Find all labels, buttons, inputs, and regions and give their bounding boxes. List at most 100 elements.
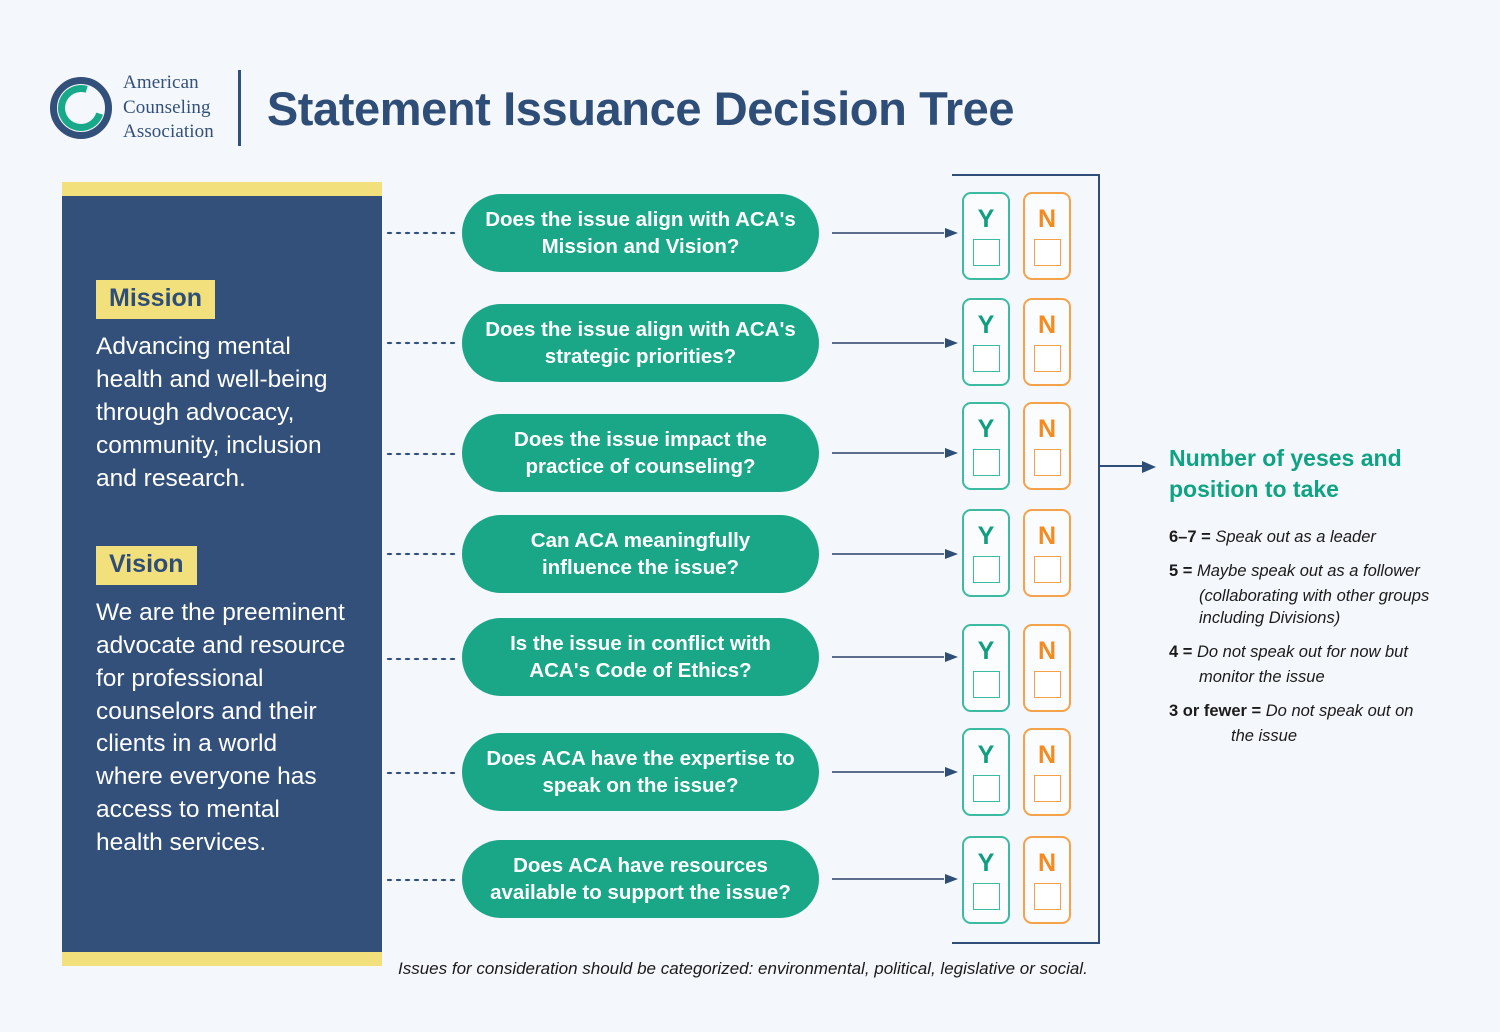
question-pill[interactable]: Does the issue align with ACA's Mission …	[462, 194, 819, 272]
page-title: Statement Issuance Decision Tree	[266, 81, 1015, 135]
yes-label: Y	[977, 414, 995, 443]
yes-checkbox[interactable]	[972, 882, 1000, 910]
no-checkbox[interactable]	[1033, 448, 1061, 476]
legend-item-value: Do not speak out for now but	[1196, 643, 1408, 662]
dotted-connector	[385, 452, 457, 456]
arrow-head	[945, 874, 958, 884]
no-checkbox[interactable]	[1033, 882, 1061, 910]
logo-outer-ring	[50, 77, 112, 139]
arrow-shaft	[832, 452, 944, 455]
answer-no-option[interactable]: N	[1023, 624, 1071, 712]
question-pill[interactable]: Does ACA have the expertise to speak on …	[462, 733, 819, 811]
footnote: Issues for consideration should be categ…	[398, 959, 1088, 978]
yes-label: Y	[977, 204, 995, 233]
answer-yes-option[interactable]: Y	[962, 624, 1010, 712]
arrow-head	[945, 338, 958, 348]
question-to-answer-arrow	[832, 228, 958, 239]
yes-checkbox[interactable]	[972, 774, 1000, 802]
no-checkbox[interactable]	[1033, 670, 1061, 698]
no-checkbox[interactable]	[1033, 555, 1061, 583]
question-to-answer-arrow	[832, 874, 958, 885]
bracket-to-legend-arrow	[1100, 461, 1156, 473]
logo-word-line-1: American	[123, 71, 199, 93]
yes-label: Y	[977, 636, 995, 665]
arrow-head	[945, 767, 958, 777]
answer-no-option[interactable]: N	[1023, 509, 1071, 597]
yes-checkbox[interactable]	[972, 670, 1000, 698]
question-to-answer-arrow	[832, 549, 958, 560]
no-label: N	[1037, 204, 1057, 233]
answer-yes-option[interactable]: Y	[962, 728, 1010, 816]
scoring-legend: Number of yeses and position to take 6–7…	[1169, 443, 1479, 758]
header-divider	[237, 70, 241, 146]
question-to-answer-arrow	[832, 448, 958, 459]
dotted-connector	[385, 878, 457, 882]
answer-yes-option[interactable]: Y	[962, 298, 1010, 386]
arrow-head	[945, 448, 958, 458]
question-pill[interactable]: Does ACA have resources available to sup…	[462, 840, 819, 918]
answer-yes-option[interactable]: Y	[962, 402, 1010, 490]
yes-label: Y	[977, 848, 995, 877]
no-label: N	[1037, 521, 1057, 550]
yes-checkbox[interactable]	[972, 344, 1000, 372]
answer-yes-option[interactable]: Y	[962, 509, 1010, 597]
sidebar-bottom-accent-bar	[62, 952, 382, 966]
arrow-head	[1142, 461, 1156, 473]
answer-no-option[interactable]: N	[1023, 836, 1071, 924]
mission-block: Mission Advancing mental health and well…	[96, 280, 348, 496]
sidebar-content: Mission Advancing mental health and well…	[62, 196, 382, 952]
no-label: N	[1037, 310, 1057, 339]
no-checkbox[interactable]	[1033, 238, 1061, 266]
arrow-head	[945, 652, 958, 662]
page-header: American Counseling Association Statemen…	[49, 62, 1015, 154]
answer-no-option[interactable]: N	[1023, 402, 1071, 490]
aca-logo-icon	[49, 76, 113, 140]
dotted-connector	[385, 552, 457, 556]
dotted-connector	[385, 341, 457, 345]
question-pill[interactable]: Does the issue align with ACA's strategi…	[462, 304, 819, 382]
vision-tag: Vision	[96, 545, 197, 585]
legend-title: Number of yeses and position to take	[1169, 445, 1402, 502]
answer-no-option[interactable]: N	[1023, 192, 1071, 280]
yes-checkbox[interactable]	[972, 238, 1000, 266]
logo-word-line-2: Counseling	[123, 96, 211, 118]
legend-item: 6–7 = Speak out as a leader	[1169, 526, 1479, 549]
logo-wordmark: American Counseling Association	[123, 71, 214, 145]
no-label: N	[1037, 848, 1057, 877]
question-pill[interactable]: Can ACA meaningfully influence the issue…	[462, 515, 819, 593]
sidebar-top-accent-bar	[62, 182, 382, 196]
legend-item: 4 = Do not speak out for now but	[1169, 641, 1479, 664]
no-checkbox[interactable]	[1033, 774, 1061, 802]
question-to-answer-arrow	[832, 767, 958, 778]
legend-item-value: Do not speak out on	[1265, 701, 1414, 720]
arrow-shaft	[832, 656, 944, 659]
answer-yes-option[interactable]: Y	[962, 836, 1010, 924]
legend-item-value: Speak out as a leader	[1215, 528, 1376, 547]
answer-no-option[interactable]: N	[1023, 728, 1071, 816]
mission-vision-sidebar: Mission Advancing mental health and well…	[62, 182, 382, 966]
yes-label: Y	[977, 521, 995, 550]
legend-item-key: 4 =	[1169, 643, 1197, 662]
yes-checkbox[interactable]	[972, 448, 1000, 476]
answer-yes-option[interactable]: Y	[962, 192, 1010, 280]
question-pill[interactable]: Is the issue in conflict with ACA's Code…	[462, 618, 819, 696]
answer-no-option[interactable]: N	[1023, 298, 1071, 386]
legend-item: 3 or fewer = Do not speak out on	[1169, 700, 1479, 723]
legend-item-value: Maybe speak out as a follower	[1196, 561, 1420, 580]
question-pill[interactable]: Does the issue impact the practice of co…	[462, 414, 819, 492]
legend-item-continuation: including Divisions)	[1199, 609, 1341, 628]
yes-label: Y	[977, 740, 995, 769]
yes-checkbox[interactable]	[972, 555, 1000, 583]
no-checkbox[interactable]	[1033, 344, 1061, 372]
no-label: N	[1037, 414, 1057, 443]
arrow-head	[945, 549, 958, 559]
dotted-connector	[385, 771, 457, 775]
no-label: N	[1037, 636, 1057, 665]
